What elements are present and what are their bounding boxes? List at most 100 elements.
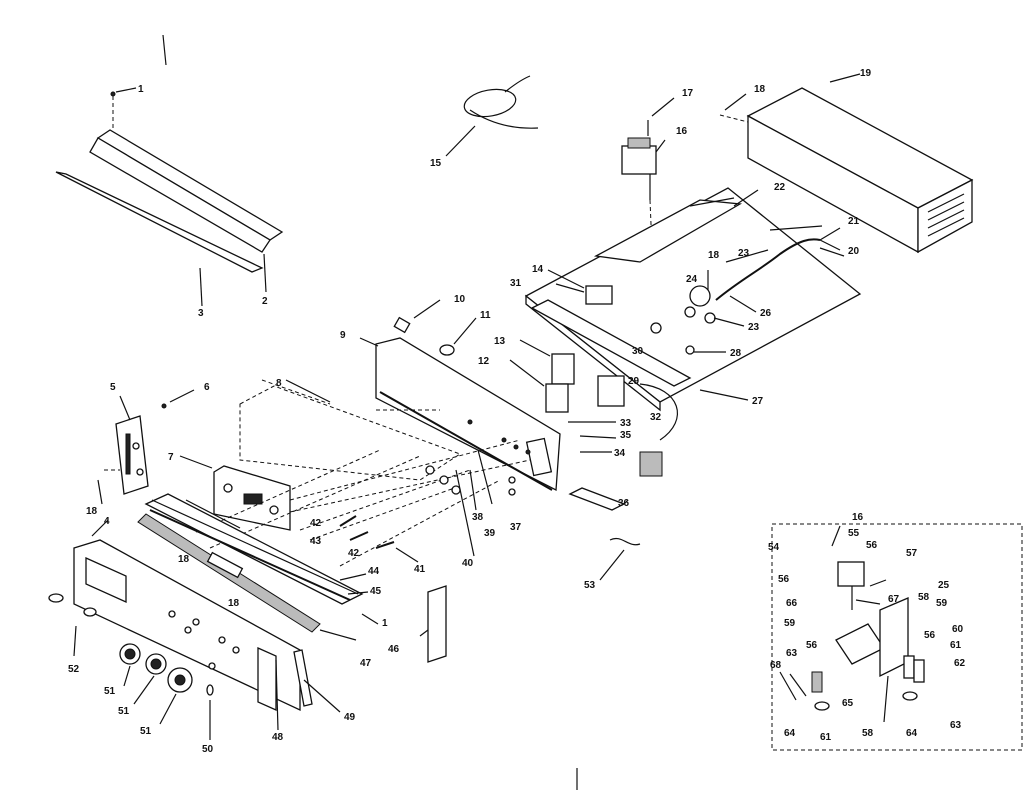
callout-51-2: 51: [118, 706, 130, 717]
callout-36: 36: [618, 498, 630, 509]
callout-1-1: 1: [138, 84, 144, 95]
fasteners: [339, 449, 516, 563]
callout-12: 12: [478, 356, 490, 367]
callout-2: 2: [262, 296, 268, 307]
callout-56-2: 56: [778, 574, 790, 585]
callout-16-1: 16: [676, 126, 688, 137]
callout-7: 7: [168, 452, 174, 463]
callout-31: 31: [510, 278, 522, 289]
loose-wire: [599, 538, 641, 581]
inset-detail: [771, 523, 1023, 751]
callout-30: 30: [632, 346, 644, 357]
callout-32: 32: [650, 412, 662, 423]
callout-59-2: 59: [936, 598, 948, 609]
trim-pieces: [275, 649, 341, 731]
access-door: [419, 585, 447, 663]
callout-15: 15: [430, 158, 442, 169]
callout-6: 6: [204, 382, 210, 393]
callout-41: 41: [414, 564, 426, 575]
callout-22: 22: [774, 182, 786, 193]
callout-37: 37: [510, 522, 522, 533]
callout-18-1: 18: [754, 84, 766, 95]
control-unit: [621, 97, 675, 321]
callout-64-1: 64: [784, 728, 796, 739]
callout-58-1: 58: [918, 592, 930, 603]
callout-17: 17: [682, 88, 694, 99]
heater-rail: [137, 493, 379, 641]
callout-20: 20: [848, 246, 860, 257]
callout-53: 53: [584, 580, 596, 591]
callout-62: 62: [954, 658, 966, 669]
callout-46: 46: [388, 644, 400, 655]
callout-58-2: 58: [862, 728, 874, 739]
callout-50: 50: [202, 744, 214, 755]
callout-21: 21: [848, 216, 860, 227]
callout-49: 49: [344, 712, 356, 723]
callout-18-4: 18: [178, 554, 190, 565]
callout-66: 66: [786, 598, 798, 609]
callout-25: 25: [938, 580, 950, 591]
callout-43: 43: [310, 536, 322, 547]
control-knobs: [73, 625, 214, 740]
callout-10: 10: [454, 294, 466, 305]
callout-5: 5: [110, 382, 116, 393]
callout-63-1: 63: [786, 648, 798, 659]
callout-35: 35: [620, 430, 632, 441]
callout-18-3: 18: [708, 250, 720, 261]
callout-33: 33: [620, 418, 632, 429]
callout-45: 45: [370, 586, 382, 597]
callout-40: 40: [462, 558, 474, 569]
callout-57: 57: [906, 548, 918, 559]
trim-strip-assembly: [55, 87, 284, 307]
callout-47: 47: [360, 658, 372, 669]
callout-23-1: 23: [738, 248, 750, 259]
callout-59-1: 59: [784, 618, 796, 629]
callout-56-1: 56: [866, 540, 878, 551]
callout-56-4: 56: [924, 630, 936, 641]
callout-18-5: 18: [228, 598, 240, 609]
callout-39: 39: [484, 528, 496, 539]
callout-38: 38: [472, 512, 484, 523]
callout-61-1: 61: [950, 640, 962, 651]
switches: [509, 339, 678, 511]
callout-8: 8: [276, 378, 282, 389]
callout-44: 44: [368, 566, 380, 577]
callout-26: 26: [760, 308, 772, 319]
callout-1-2: 1: [382, 618, 388, 629]
callout-56-3: 56: [806, 640, 818, 651]
callout-54: 54: [768, 542, 780, 553]
callout-3: 3: [198, 308, 204, 319]
callout-19: 19: [860, 68, 872, 79]
callout-55: 55: [848, 528, 860, 539]
control-board: [179, 379, 462, 531]
base-tray: [524, 187, 862, 412]
callout-51-1: 51: [104, 686, 116, 697]
callout-60: 60: [952, 624, 964, 635]
callout-68: 68: [770, 660, 782, 671]
top-cover: [719, 73, 974, 254]
callout-24: 24: [686, 274, 698, 285]
margin-mark-top: [162, 34, 167, 66]
callout-18-2: 18: [86, 506, 98, 517]
thermocouple-wire: [445, 75, 539, 157]
callout-23-2: 23: [748, 322, 760, 333]
callout-34: 34: [614, 448, 626, 459]
callout-52: 52: [68, 664, 80, 675]
main-panel: [359, 299, 561, 492]
callout-67: 67: [888, 594, 900, 605]
callout-48: 48: [272, 732, 284, 743]
callout-64-2: 64: [906, 728, 918, 739]
callout-63-2: 63: [950, 720, 962, 731]
callout-4: 4: [104, 516, 110, 527]
callout-27: 27: [752, 396, 764, 407]
callout-28: 28: [730, 348, 742, 359]
callout-42-2: 42: [348, 548, 360, 559]
callout-51-3: 51: [140, 726, 152, 737]
callout-61-2: 61: [820, 732, 832, 743]
callout-29: 29: [628, 376, 640, 387]
callout-14: 14: [532, 264, 544, 275]
side-bracket: [97, 389, 195, 505]
callout-42-1: 42: [310, 518, 322, 529]
